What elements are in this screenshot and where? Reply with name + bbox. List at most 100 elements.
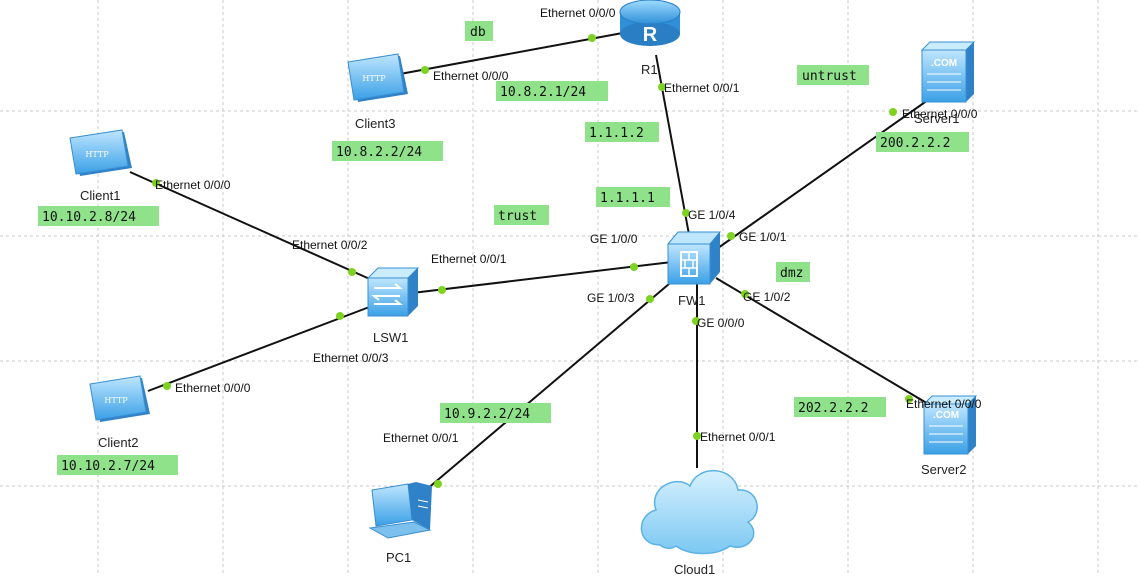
tag-zone-untrust: untrust bbox=[797, 65, 869, 85]
device-label: R1 bbox=[641, 62, 658, 77]
link-lsw1-fw1[interactable] bbox=[411, 261, 673, 294]
port-dot[interactable] bbox=[434, 480, 442, 488]
port-dot[interactable] bbox=[630, 263, 638, 271]
tag-ip-client3: 10.8.2.2/24 bbox=[332, 141, 443, 161]
port-dot[interactable] bbox=[727, 232, 735, 240]
svg-text:.COM: .COM bbox=[931, 58, 957, 69]
tag-text: 202.2.2.2 bbox=[798, 401, 868, 416]
device-fw1[interactable]: FW1 bbox=[666, 231, 722, 308]
port-label: Ethernet 0/0/0 bbox=[155, 178, 231, 192]
port-label: GE 1/0/4 bbox=[688, 208, 736, 222]
port-dots bbox=[152, 34, 913, 488]
device-lsw1[interactable]: LSW1 bbox=[366, 267, 420, 345]
port-dot[interactable] bbox=[163, 382, 171, 390]
link-fw1-server1[interactable] bbox=[717, 99, 929, 249]
device-label: FW1 bbox=[678, 293, 705, 308]
link-client2-lsw1[interactable] bbox=[147, 305, 373, 392]
svg-text:HTTP: HTTP bbox=[85, 150, 109, 159]
pc-icon bbox=[368, 482, 432, 539]
port-dot[interactable] bbox=[693, 432, 701, 440]
port-dot[interactable] bbox=[905, 395, 913, 403]
device-label: Server1 bbox=[914, 111, 960, 126]
link-fw1-pc1[interactable] bbox=[419, 277, 677, 496]
port-label: GE 1/0/2 bbox=[743, 290, 791, 304]
port-label: GE 1/0/3 bbox=[587, 291, 635, 305]
http-client-icon: HTTP bbox=[69, 129, 132, 176]
http-client-icon: HTTP bbox=[347, 53, 408, 102]
port-dot[interactable] bbox=[682, 209, 690, 217]
tag-text: 200.2.2.2 bbox=[880, 136, 950, 151]
port-dot[interactable] bbox=[421, 66, 429, 74]
port-label: Ethernet 0/0/0 bbox=[906, 397, 982, 411]
device-label: Client2 bbox=[98, 435, 138, 450]
tag-ip-r1-e1: 1.1.1.2 bbox=[585, 122, 659, 142]
svg-text:.COM: .COM bbox=[933, 410, 959, 421]
link-fw1-server2[interactable] bbox=[715, 277, 931, 406]
port-label: Ethernet 0/0/0 bbox=[540, 6, 616, 20]
tag-ip-server1: 200.2.2.2 bbox=[876, 132, 969, 152]
tag-zone-db: db bbox=[465, 21, 493, 41]
port-label: Ethernet 0/0/1 bbox=[383, 431, 459, 445]
device-label: LSW1 bbox=[373, 330, 408, 345]
tag-zone-trust: trust bbox=[494, 205, 549, 225]
tag-ip-r1-e0: 10.8.2.1/24 bbox=[496, 81, 608, 101]
port-dot[interactable] bbox=[889, 108, 897, 116]
tag-zone-dmz: dmz bbox=[776, 262, 810, 282]
server-icon: .COM bbox=[922, 395, 978, 455]
device-r1[interactable]: R R1 bbox=[619, 0, 681, 77]
tag-text: db bbox=[470, 25, 486, 40]
cloud-icon bbox=[640, 470, 758, 555]
port-dot[interactable] bbox=[692, 317, 700, 325]
port-label: GE 1/0/0 bbox=[590, 232, 638, 246]
port-dot[interactable] bbox=[741, 290, 749, 298]
tags: db 10.8.2.1/24 10.8.2.2/24 1.1.1.2 1.1.1… bbox=[38, 21, 969, 475]
port-dot[interactable] bbox=[152, 179, 160, 187]
tag-text: 1.1.1.1 bbox=[600, 191, 655, 206]
link-client1-lsw1[interactable] bbox=[129, 171, 373, 281]
device-client2[interactable]: HTTP Client2 bbox=[89, 375, 150, 450]
tag-text: 10.10.2.8/24 bbox=[42, 210, 136, 225]
port-label: GE 0/0/0 bbox=[697, 316, 745, 330]
port-label: Ethernet 0/0/1 bbox=[664, 81, 740, 95]
device-server2[interactable]: .COM Server2 bbox=[921, 395, 978, 477]
device-pc1[interactable]: PC1 bbox=[368, 482, 432, 565]
tag-text: untrust bbox=[802, 69, 857, 84]
tag-text: 10.10.2.7/24 bbox=[61, 459, 155, 474]
device-label: Client1 bbox=[80, 188, 120, 203]
tag-ip-fw1-g4: 1.1.1.1 bbox=[596, 187, 670, 207]
port-dot[interactable] bbox=[348, 268, 356, 276]
tag-text: 10.8.2.1/24 bbox=[500, 85, 586, 100]
port-label: Ethernet 0/0/0 bbox=[433, 69, 509, 83]
tag-ip-server2: 202.2.2.2 bbox=[794, 397, 886, 417]
tag-text: trust bbox=[498, 209, 537, 224]
port-dot[interactable] bbox=[438, 286, 446, 294]
tag-ip-client1: 10.10.2.8/24 bbox=[38, 206, 159, 226]
switch-icon bbox=[366, 267, 420, 317]
port-label: Ethernet 0/0/0 bbox=[175, 381, 251, 395]
tag-text: 10.8.2.2/24 bbox=[336, 145, 422, 160]
tag-text: 1.1.1.2 bbox=[589, 126, 644, 141]
device-server1[interactable]: .COM Server1 bbox=[914, 41, 976, 126]
device-client3[interactable]: HTTP Client3 bbox=[347, 53, 408, 131]
device-label: Server2 bbox=[921, 462, 967, 477]
device-cloud1[interactable]: Cloud1 bbox=[640, 470, 758, 576]
port-label: Ethernet 0/0/1 bbox=[700, 430, 776, 444]
server-icon: .COM bbox=[920, 41, 976, 103]
port-dot[interactable] bbox=[658, 83, 666, 91]
port-label: GE 1/0/1 bbox=[739, 230, 787, 244]
tag-ip-client2: 10.10.2.7/24 bbox=[57, 455, 178, 475]
port-dot[interactable] bbox=[336, 312, 344, 320]
port-label: Ethernet 0/0/1 bbox=[431, 252, 507, 266]
device-label: Cloud1 bbox=[674, 562, 715, 576]
firewall-icon bbox=[666, 231, 722, 285]
port-label: Ethernet 0/0/0 bbox=[902, 107, 978, 121]
tag-text: 10.9.2.2/24 bbox=[444, 407, 530, 422]
svg-text:HTTP: HTTP bbox=[104, 396, 128, 405]
port-dot[interactable] bbox=[646, 295, 654, 303]
svg-text:HTTP: HTTP bbox=[362, 74, 386, 83]
port-dot[interactable] bbox=[588, 34, 596, 42]
device-label: Client3 bbox=[355, 116, 395, 131]
device-client1[interactable]: HTTP Client1 bbox=[69, 129, 132, 203]
